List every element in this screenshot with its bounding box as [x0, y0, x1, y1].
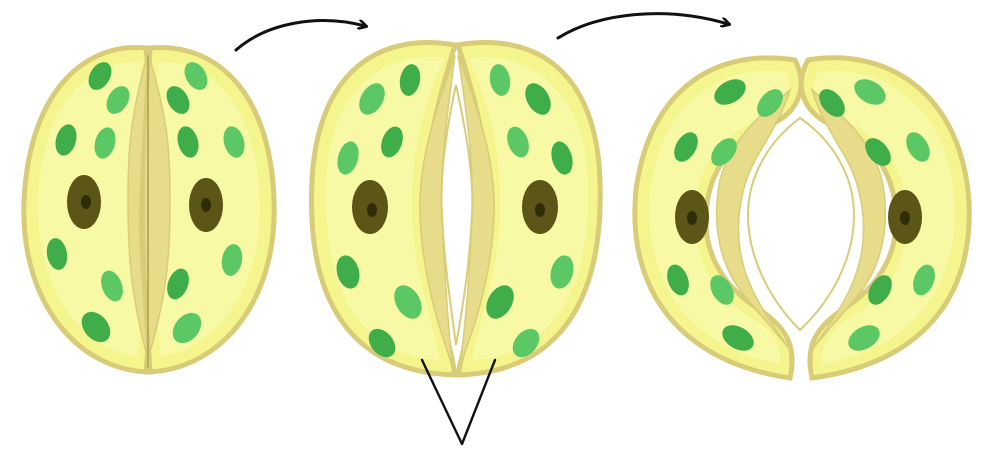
open-stoma	[635, 58, 969, 378]
nucleus-left-1	[67, 175, 101, 229]
partially-open-stoma	[311, 43, 600, 375]
nucleus-left-2	[352, 180, 388, 234]
arrow-stage-2-to-3	[558, 14, 728, 38]
closed-stoma	[24, 47, 274, 372]
nucleus-right-2	[522, 180, 558, 234]
nucleus-left-3	[675, 190, 709, 244]
arrow-stage-1-to-2	[236, 21, 365, 50]
nucleus-right-3	[888, 190, 922, 244]
pore-3	[748, 118, 854, 330]
nucleus-right-1	[189, 178, 223, 232]
